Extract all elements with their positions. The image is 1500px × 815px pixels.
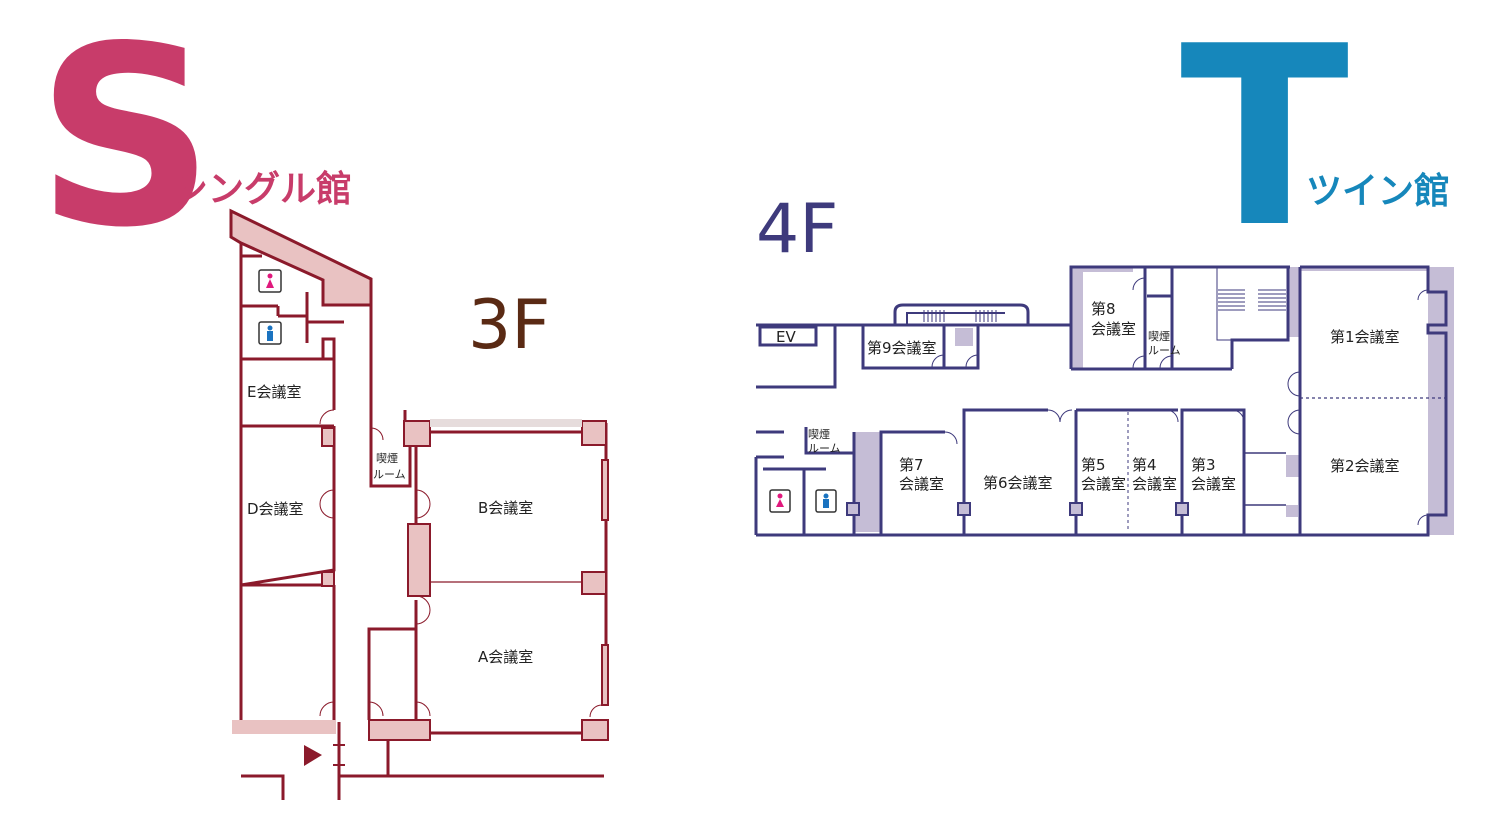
- room-d: D会議室: [247, 500, 304, 518]
- single-building-name: シングル館: [172, 169, 353, 210]
- room-5-line2: 会議室: [1081, 475, 1126, 493]
- restroom-male-icon: [258, 321, 282, 345]
- restroom-female-icon: [258, 269, 282, 293]
- room-a: A会議室: [478, 648, 533, 666]
- twin-building-letter: T: [1180, 0, 1350, 282]
- entrance-arrow-icon: [304, 745, 322, 766]
- smoking-room-4f-b-line2: ルーム: [808, 442, 841, 455]
- room-6: 第6会議室: [983, 474, 1053, 492]
- room-9: 第9会議室: [867, 339, 937, 357]
- floor-label-4f: 4F: [756, 190, 839, 269]
- smoking-room-4f-a-line1: 喫煙: [1148, 330, 1170, 343]
- room-8-line2: 会議室: [1091, 320, 1136, 338]
- room-4-line1: 第4: [1132, 456, 1157, 474]
- smoking-room-3f-line2: ルーム: [373, 468, 406, 481]
- smoking-room-4f-b-line1: 喫煙: [808, 428, 830, 441]
- restroom-female-icon: [769, 489, 791, 513]
- room-7-line1: 第7: [899, 456, 924, 474]
- twin-building-name: ツイン館: [1306, 171, 1451, 212]
- smoking-room-3f-line1: 喫煙: [376, 452, 398, 465]
- room-4-line2: 会議室: [1132, 475, 1177, 493]
- elevator-label: EV: [776, 328, 796, 346]
- stairs-icon: [1216, 266, 1289, 341]
- room-e: E会議室: [247, 383, 301, 401]
- room-8-line1: 第8: [1091, 300, 1116, 318]
- room-b: B会議室: [478, 499, 533, 517]
- single-building-letter: S: [36, 0, 215, 282]
- room-2: 第2会議室: [1330, 457, 1400, 475]
- restroom-male-icon: [815, 489, 837, 513]
- floor-label-3f: 3F: [468, 286, 551, 365]
- room-3-line2: 会議室: [1191, 475, 1236, 493]
- room-7-line2: 会議室: [899, 475, 944, 493]
- room-1: 第1会議室: [1330, 328, 1400, 346]
- room-3-line1: 第3: [1191, 456, 1216, 474]
- room-5-line1: 第5: [1081, 456, 1106, 474]
- smoking-room-4f-a-line2: ルーム: [1148, 344, 1181, 357]
